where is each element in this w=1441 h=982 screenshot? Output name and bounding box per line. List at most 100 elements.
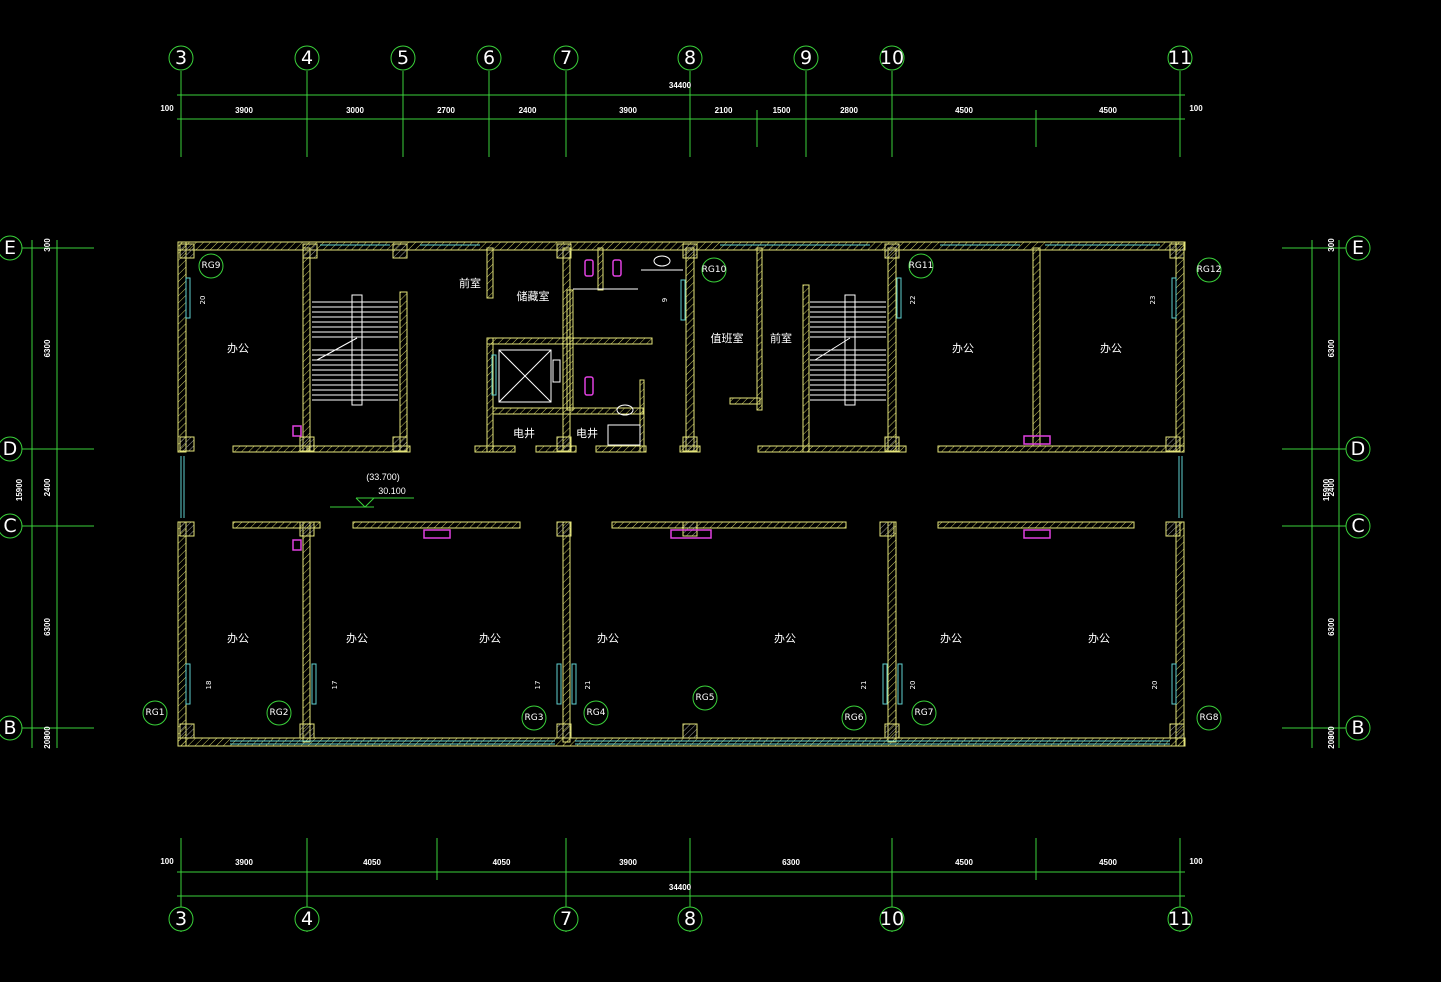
room-office: 办公 <box>227 632 249 645</box>
axis-label: 4 <box>301 47 313 69</box>
dimension-text: 3900 <box>619 106 637 115</box>
axis-label: 9 <box>800 47 812 69</box>
room-office: 办公 <box>227 342 249 355</box>
fin-count: 20 <box>1151 681 1159 690</box>
windows <box>180 244 1183 745</box>
radiator-tag-label: RG1 <box>146 708 165 718</box>
axis-bubble <box>390 45 416 71</box>
axis-label: 10 <box>880 908 904 930</box>
axis-bubble <box>1345 235 1371 261</box>
fin-count: 20 <box>909 681 917 690</box>
dimension-text: 2100 <box>715 106 733 115</box>
toilet-fixtures <box>573 255 683 446</box>
axis-label: 11 <box>1168 908 1192 930</box>
radiator-tag-label: RG5 <box>696 693 715 703</box>
dimension-text: 2400 <box>43 478 52 496</box>
room-shaft: 电井 <box>576 426 598 440</box>
radiator-tag-label: RG8 <box>1200 713 1219 723</box>
fin-count: 17 <box>534 681 542 690</box>
room-storage: 储藏室 <box>517 289 550 303</box>
dimension-text: 200 <box>43 735 52 749</box>
dimension-text: 4500 <box>1099 858 1117 867</box>
axis-bubble <box>476 45 502 71</box>
axis-bubble <box>294 45 320 71</box>
dimension-total: 34400 <box>669 883 692 892</box>
radiator-tag-circle <box>908 253 934 279</box>
dimension-text: 100 <box>1189 104 1203 113</box>
stair-handrail <box>844 294 856 406</box>
radiator-tag-circle <box>583 700 609 726</box>
dimension-text: 300 <box>43 238 52 252</box>
axis-label: 5 <box>397 47 409 69</box>
dimension-text: 6300 <box>43 339 52 357</box>
dimension-text: 3000 <box>346 106 364 115</box>
radiator-tag-label: RG4 <box>587 708 606 718</box>
axis-bubble <box>879 906 905 932</box>
stair-arrow <box>316 337 358 361</box>
room-office: 办公 <box>940 632 962 645</box>
axis-bubble <box>0 436 23 462</box>
dimension-text: 2400 <box>519 106 537 115</box>
fin-count: 21 <box>584 681 592 690</box>
axis-bubble <box>294 906 320 932</box>
radiator-tag-circle <box>266 700 292 726</box>
stairs-right <box>810 294 886 406</box>
dimension-text: 300 <box>1327 726 1336 740</box>
axis-bubble <box>677 906 703 932</box>
axis-bubble <box>0 715 23 741</box>
stairs-left <box>312 294 398 406</box>
axis-label: 4 <box>301 908 313 930</box>
fin-count: 18 <box>205 681 213 690</box>
axis-label: 3 <box>175 47 187 69</box>
room-office: 办公 <box>1100 342 1122 355</box>
room-office: 办公 <box>597 632 619 645</box>
axis-label: 11 <box>1168 47 1192 69</box>
axis-bubble <box>677 45 703 71</box>
axis-bubble <box>1345 436 1371 462</box>
axis-label: 3 <box>175 908 187 930</box>
dimension-text: 2800 <box>840 106 858 115</box>
fin-count: 22 <box>909 296 917 305</box>
axis-bubble <box>168 45 194 71</box>
axis-bubble <box>793 45 819 71</box>
radiator-tag-circle <box>1196 257 1222 283</box>
dimension-text: 4500 <box>955 106 973 115</box>
dimension-text: 6300 <box>1327 339 1336 357</box>
dimension-text: 100 <box>1189 857 1203 866</box>
axis-bubble <box>1345 715 1371 741</box>
fin-count: 17 <box>331 681 339 690</box>
axis-label: B <box>1351 717 1364 739</box>
axis-bubble <box>1167 906 1193 932</box>
dimension-text: 4050 <box>493 858 511 867</box>
radiator-tag-label: RG3 <box>525 713 544 723</box>
dimension-text: 6300 <box>43 618 52 636</box>
axis-bubble <box>1167 45 1193 71</box>
radiator-tag-label: RG10 <box>702 265 727 275</box>
dimension-text: 4500 <box>955 858 973 867</box>
axis-label: 8 <box>684 47 696 69</box>
door-symbols <box>292 425 1051 551</box>
dimension-text: 1500 <box>773 106 791 115</box>
elevation-upper: (33.700) <box>366 472 400 482</box>
dimension-text: 3900 <box>235 858 253 867</box>
dimension-text: 100 <box>160 857 174 866</box>
room-shaft: 电井 <box>513 426 535 440</box>
axis-label: 6 <box>483 47 495 69</box>
axis-bubble <box>879 45 905 71</box>
room-anteroom: 前室 <box>459 276 481 290</box>
axis-label: 7 <box>560 908 572 930</box>
dimension-total: 15900 <box>1322 478 1331 501</box>
fin-count: 21 <box>860 681 868 690</box>
axis-label: D <box>1351 438 1366 460</box>
fin-count: 23 <box>1149 296 1157 305</box>
room-office: 办公 <box>1088 632 1110 645</box>
room-office: 办公 <box>952 342 974 355</box>
axis-label: C <box>3 515 16 537</box>
dimension-text: 6300 <box>782 858 800 867</box>
room-office: 办公 <box>346 632 368 645</box>
dimension-text: 6300 <box>1327 618 1336 636</box>
